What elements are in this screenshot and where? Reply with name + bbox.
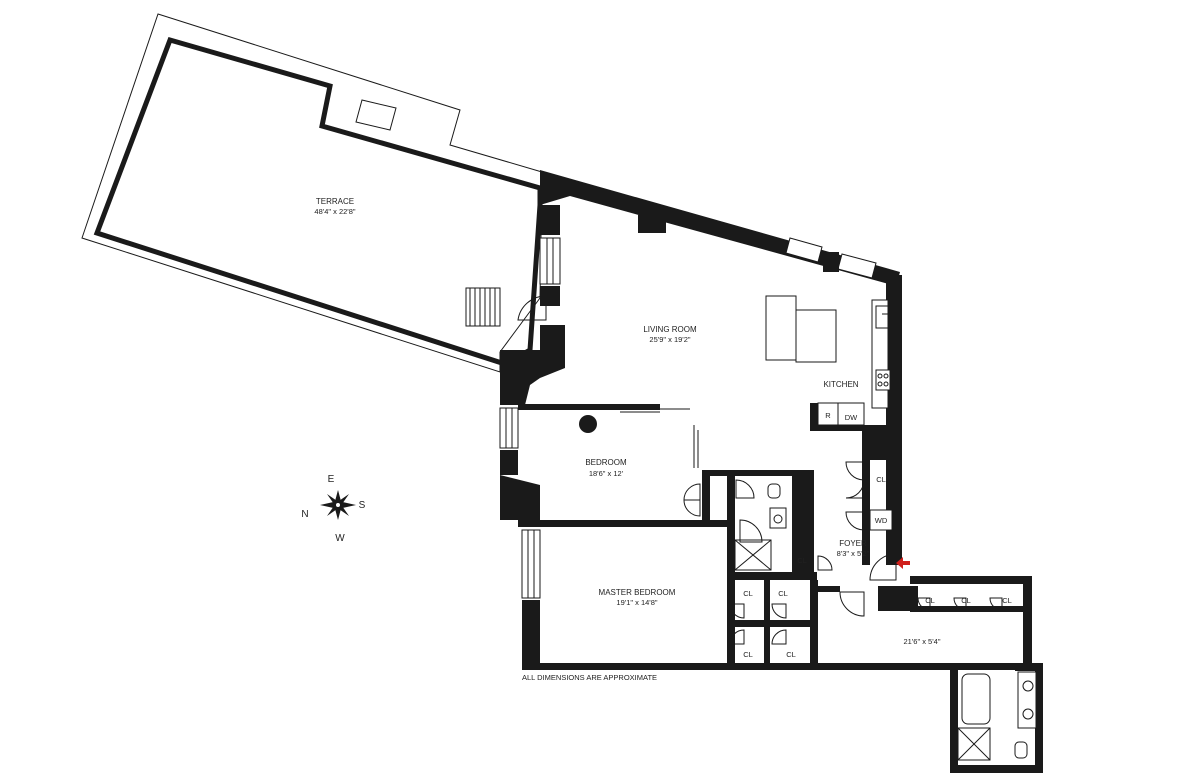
footnote: ALL DIMENSIONS ARE APPROXIMATE xyxy=(522,673,657,682)
closet-label-master-2: CL xyxy=(778,589,788,598)
refrigerator-label: R xyxy=(825,411,831,420)
terrace xyxy=(81,13,547,373)
washer-dryer-label: WD xyxy=(875,516,888,525)
master-bedroom-name: MASTER BEDROOM xyxy=(599,588,676,597)
compass-west: W xyxy=(335,533,345,544)
interior-walls xyxy=(518,403,1023,667)
kitchen-counter xyxy=(795,309,837,363)
kitchen-fixtures: R DW xyxy=(765,295,891,426)
kitchen-name: KITCHEN xyxy=(823,380,858,389)
doors xyxy=(683,461,1003,645)
living-room-dims: 25'9" x 19'2" xyxy=(649,335,690,344)
room-labels: TERRACE 48'4" x 22'8" LIVING ROOM 25'9" … xyxy=(314,197,940,646)
compass-south: S xyxy=(359,500,366,511)
kitchen-sink xyxy=(875,305,889,329)
double-vanity xyxy=(1017,671,1037,729)
master-bedroom-dims: 19'1" x 14'8" xyxy=(616,598,657,607)
bedroom-dims: 18'6" x 12' xyxy=(589,469,624,478)
foyer-name: FOYER xyxy=(839,539,867,548)
closet-label-gallery-3: CL xyxy=(1002,596,1012,605)
closet-label-master-3: CL xyxy=(743,650,753,659)
terrace-skylight xyxy=(355,99,397,131)
toilet-1 xyxy=(767,483,781,499)
closets: CL WD CL CL CL CL CL CL CL CL xyxy=(743,475,1012,659)
bath-fixtures xyxy=(734,483,1037,761)
windows xyxy=(499,215,877,599)
column xyxy=(579,415,597,433)
terrace-stairs xyxy=(465,287,501,327)
entry-arrow-icon xyxy=(896,557,910,569)
terrace-name: TERRACE xyxy=(316,197,354,206)
closet-label-gallery-1: CL xyxy=(925,596,935,605)
compass-north: N xyxy=(301,509,308,520)
compass-rose-icon: E N S W xyxy=(301,474,365,544)
closet-label-master-4: CL xyxy=(786,650,796,659)
kitchen-cooktop xyxy=(875,369,891,391)
foyer-dims: 8'3" x 5'2" xyxy=(837,549,870,558)
closet-label-hall: CL xyxy=(797,556,807,565)
dishwasher xyxy=(837,402,865,426)
closet-label-gallery-2: CL xyxy=(961,596,971,605)
gallery-dims: 21'6" x 5'4" xyxy=(904,637,941,646)
sink-1 xyxy=(769,507,787,529)
dishwasher-label: DW xyxy=(845,413,858,422)
washer-dryer xyxy=(869,509,893,531)
closet-label-foyer-1: CL xyxy=(876,475,886,484)
bathtub xyxy=(961,673,991,725)
bedroom-name: BEDROOM xyxy=(585,458,627,467)
living-room-name: LIVING ROOM xyxy=(643,325,697,334)
kitchen-island xyxy=(765,295,797,361)
closet-label-master-1: CL xyxy=(743,589,753,598)
toilet-2 xyxy=(1014,741,1028,759)
terrace-dims: 48'4" x 22'8" xyxy=(314,207,355,216)
compass-east: E xyxy=(328,474,335,485)
